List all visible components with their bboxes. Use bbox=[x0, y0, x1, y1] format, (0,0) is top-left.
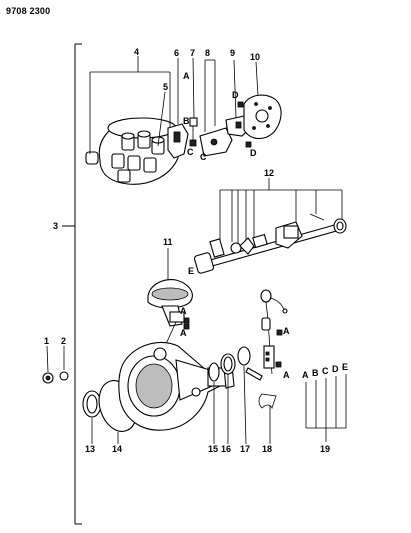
callout-17: 17 bbox=[240, 444, 250, 454]
callout-7: 7 bbox=[190, 48, 195, 58]
rotor bbox=[167, 58, 189, 159]
callout-8: 8 bbox=[205, 48, 210, 58]
diagram-part-number: 9708 2300 bbox=[6, 6, 50, 16]
callout-16: 16 bbox=[221, 444, 231, 454]
kit-19 bbox=[305, 374, 347, 442]
letter-d-top: D bbox=[232, 90, 239, 100]
callout-12-leader bbox=[219, 178, 343, 248]
ring-16 bbox=[220, 353, 236, 444]
letter-a-harness-2: A bbox=[283, 370, 290, 380]
callout-12: 12 bbox=[264, 168, 274, 178]
letter-c-mid: C bbox=[200, 152, 207, 162]
kit-letter-b: B bbox=[312, 368, 319, 378]
plate-8 bbox=[199, 59, 233, 157]
callout-2: 2 bbox=[61, 336, 66, 346]
washer-1 bbox=[42, 345, 54, 384]
main-bracket bbox=[62, 43, 82, 525]
callout-19: 19 bbox=[320, 444, 330, 454]
letter-d-mid: D bbox=[250, 148, 257, 158]
callout-6: 6 bbox=[174, 48, 179, 58]
callout-11: 11 bbox=[163, 237, 173, 247]
letter-a-top: A bbox=[183, 71, 190, 81]
letter-a-vac-2: A bbox=[180, 328, 187, 338]
kit-letter-e: E bbox=[342, 362, 348, 372]
screw-7 bbox=[189, 57, 198, 147]
letter-c-top: C bbox=[187, 147, 194, 157]
shaft-assembly bbox=[193, 213, 347, 274]
callout-15: 15 bbox=[208, 444, 218, 454]
distributor-cap bbox=[85, 117, 179, 185]
kit-letter-a: A bbox=[302, 370, 309, 380]
letter-a-harness: A bbox=[283, 326, 290, 336]
callout-4: 4 bbox=[134, 47, 139, 57]
callout-1: 1 bbox=[44, 336, 49, 346]
distributor-housing bbox=[118, 342, 235, 431]
callout-9: 9 bbox=[230, 48, 235, 58]
o-ring-13 bbox=[82, 390, 102, 444]
callout-14: 14 bbox=[112, 444, 122, 454]
callout-10: 10 bbox=[250, 52, 260, 62]
washer-2 bbox=[59, 346, 69, 381]
pickup-plate-10 bbox=[243, 61, 282, 140]
wiring-harness-18 bbox=[258, 289, 288, 444]
kit-letter-d: D bbox=[332, 364, 339, 374]
kit-letter-c: C bbox=[322, 366, 329, 376]
vacuum-advance bbox=[147, 248, 193, 345]
letter-a-vac-1: A bbox=[180, 306, 187, 316]
callout-5: 5 bbox=[163, 82, 168, 92]
seal-15 bbox=[208, 362, 220, 444]
callout-13: 13 bbox=[85, 444, 95, 454]
pin-17 bbox=[237, 346, 263, 445]
letter-b-top: B bbox=[183, 116, 190, 126]
callout-3: 3 bbox=[53, 221, 58, 231]
letter-e-left: E bbox=[188, 266, 194, 276]
callout-18: 18 bbox=[262, 444, 272, 454]
callout-4-leader bbox=[89, 56, 171, 154]
